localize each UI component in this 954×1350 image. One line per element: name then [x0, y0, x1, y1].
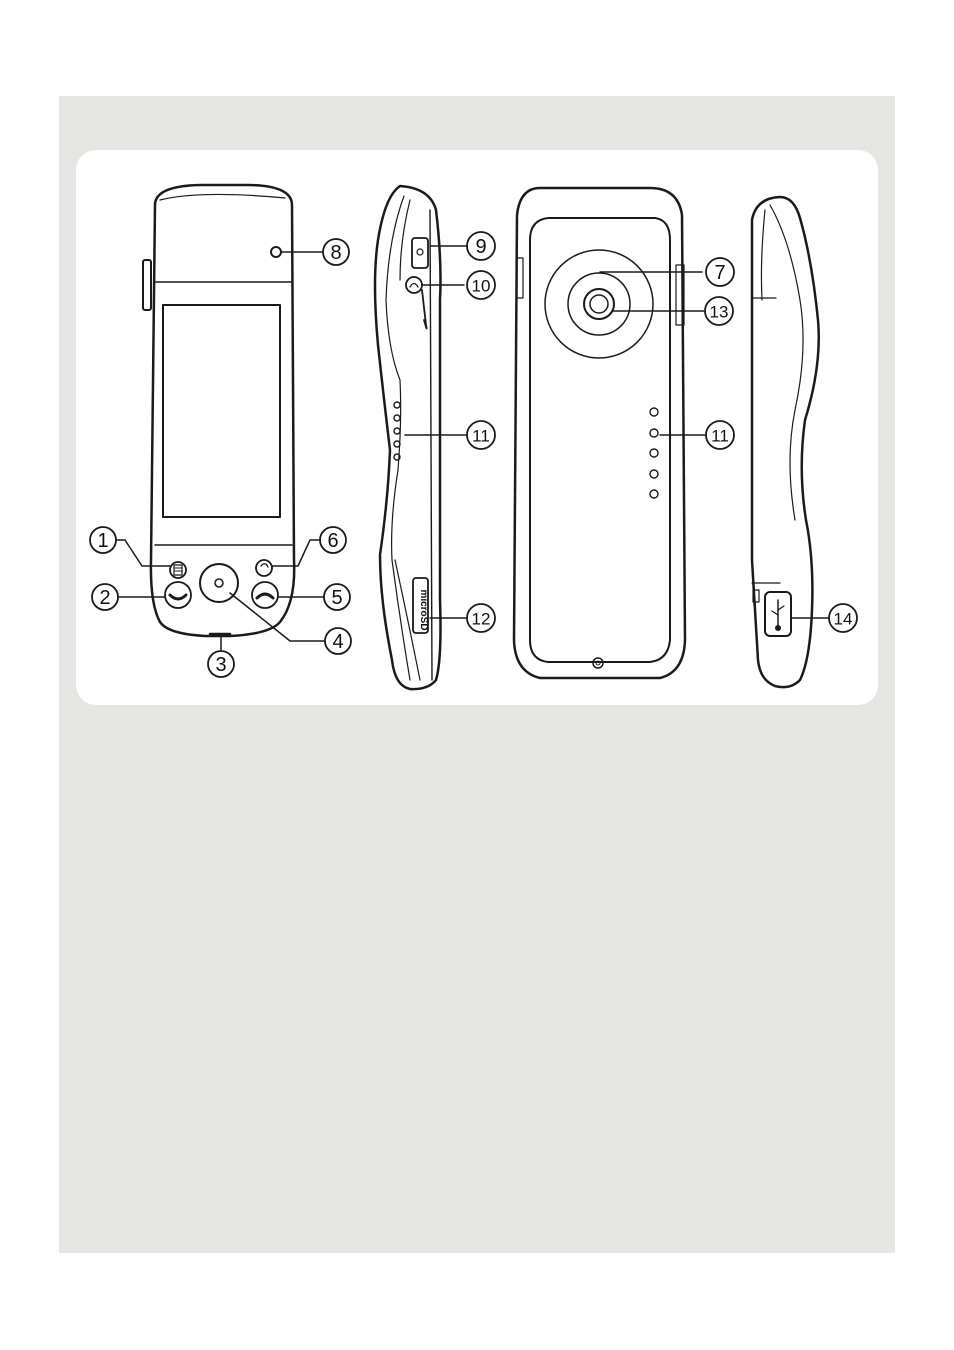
callout-13: 13: [710, 303, 729, 322]
right-side-view: [752, 197, 819, 687]
display-screen: [163, 305, 280, 517]
back-key-icon: [256, 560, 272, 576]
callout-9: 9: [475, 236, 486, 258]
lock-switch: [412, 238, 428, 268]
front-view: [143, 185, 294, 636]
callout-2: 2: [99, 587, 110, 609]
callout-3: 3: [215, 654, 226, 676]
callout-1: 1: [97, 530, 108, 552]
callout-5: 5: [331, 587, 342, 609]
callout-8: 8: [330, 242, 341, 264]
navigation-key-icon: [200, 564, 238, 602]
camera-ring-outer: [545, 250, 653, 358]
rear-camera-icon: [584, 289, 614, 319]
microsd-label: microSD: [418, 589, 429, 630]
left-side-view: [375, 186, 441, 689]
callout-11-left: 11: [472, 427, 490, 446]
callout-10: 10: [472, 277, 491, 296]
callout-6: 6: [327, 530, 338, 552]
callout-11-back: 11: [711, 427, 729, 446]
back-view: [514, 188, 685, 678]
callout-14: 14: [834, 610, 853, 629]
headset-jack-icon: [406, 277, 422, 293]
callout-12: 12: [472, 610, 491, 629]
callout-7: 7: [714, 262, 725, 284]
front-camera-icon: [271, 247, 281, 257]
callout-4: 4: [332, 631, 343, 653]
